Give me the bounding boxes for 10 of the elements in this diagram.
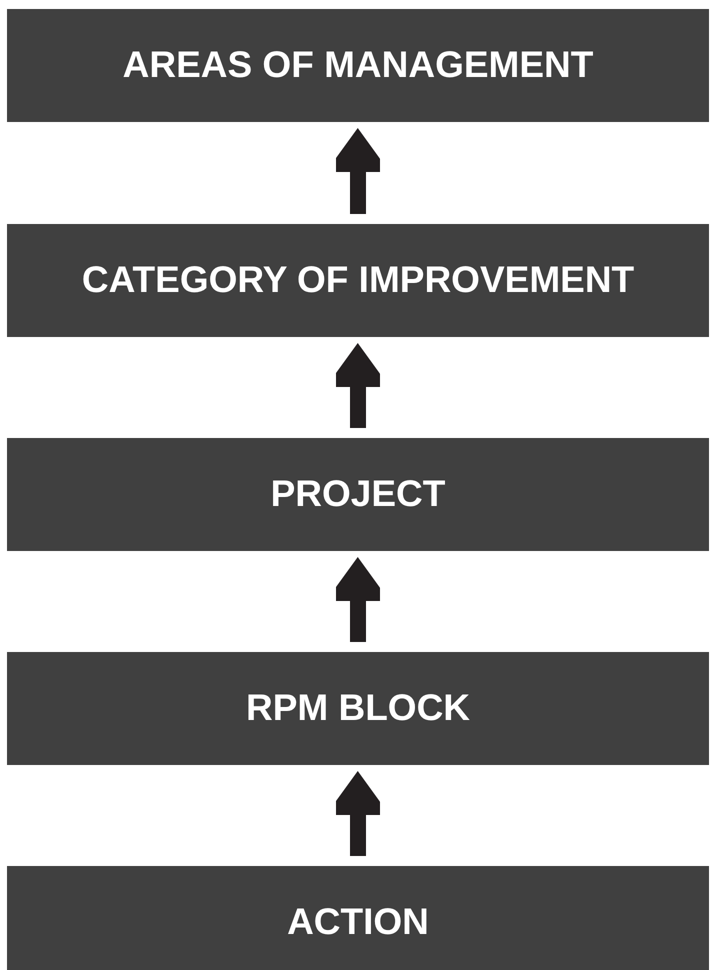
process-box (7, 652, 709, 765)
process-box (7, 438, 709, 551)
box-label: ACTION (287, 900, 429, 944)
box-label: PROJECT (270, 472, 446, 516)
box-label: CATEGORY OF IMPROVEMENT (82, 258, 634, 302)
process-box (7, 224, 709, 337)
process-box (7, 9, 709, 122)
process-box (7, 866, 709, 970)
box-label: AREAS OF MANAGEMENT (122, 43, 594, 88)
box-label: RPM BLOCK (246, 686, 470, 730)
